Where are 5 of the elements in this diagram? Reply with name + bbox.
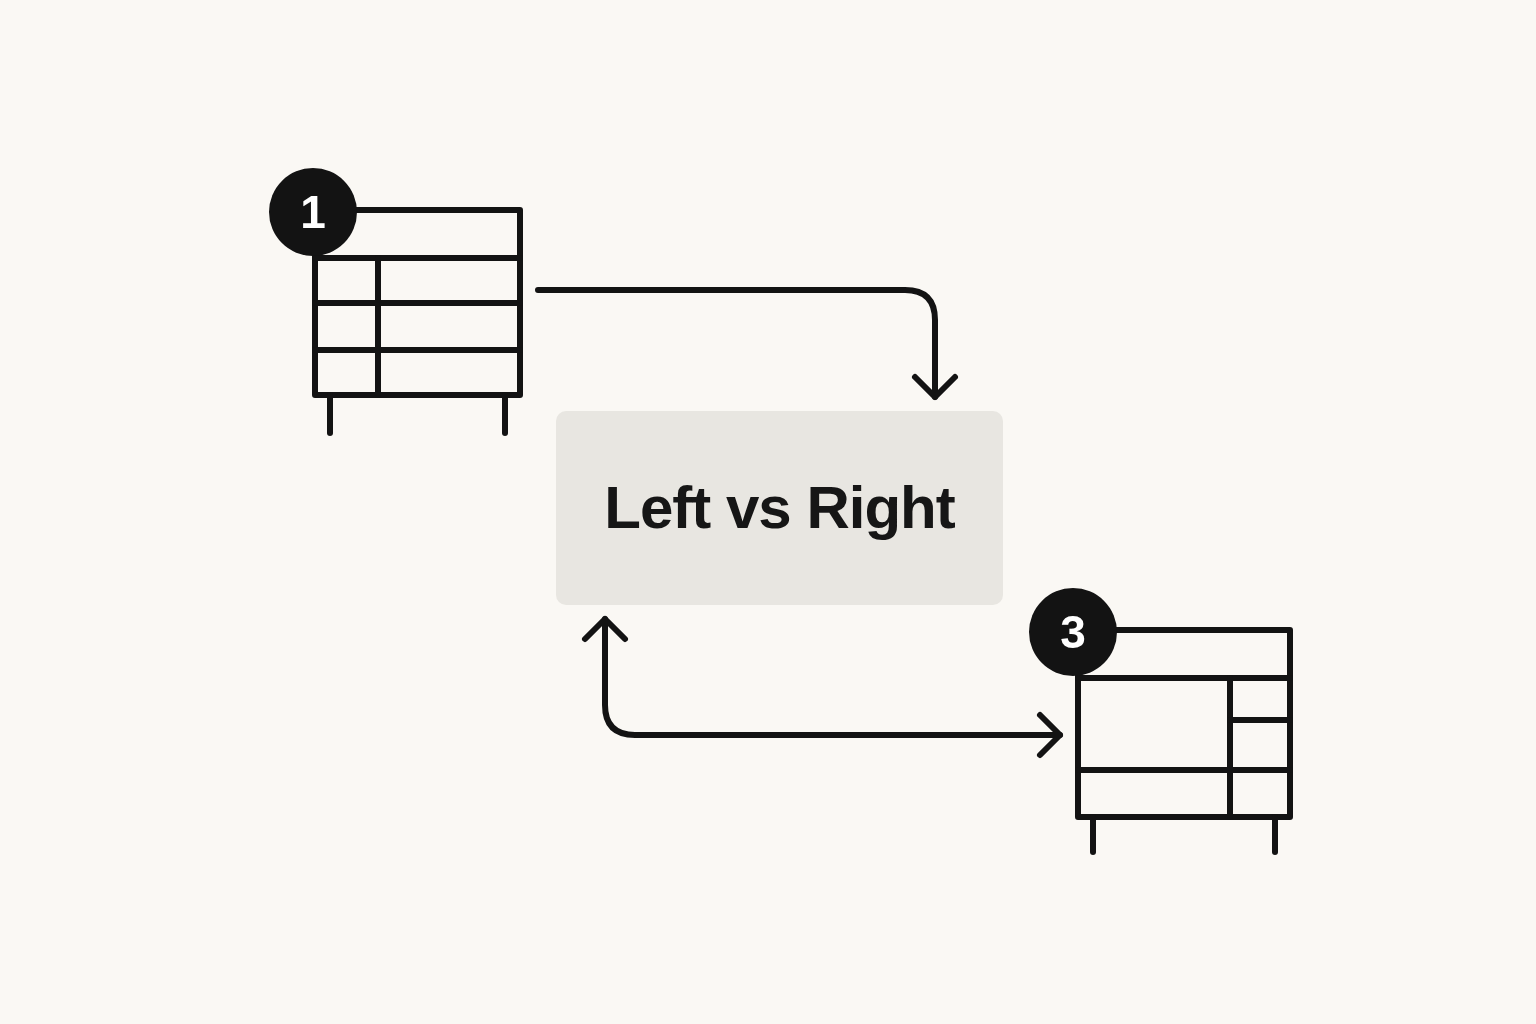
step-number: 1	[300, 189, 326, 235]
arrow	[535, 287, 958, 400]
step-number: 3	[1060, 609, 1086, 655]
double-arrow	[582, 616, 1063, 758]
box-label: Left vs Right	[604, 475, 955, 541]
